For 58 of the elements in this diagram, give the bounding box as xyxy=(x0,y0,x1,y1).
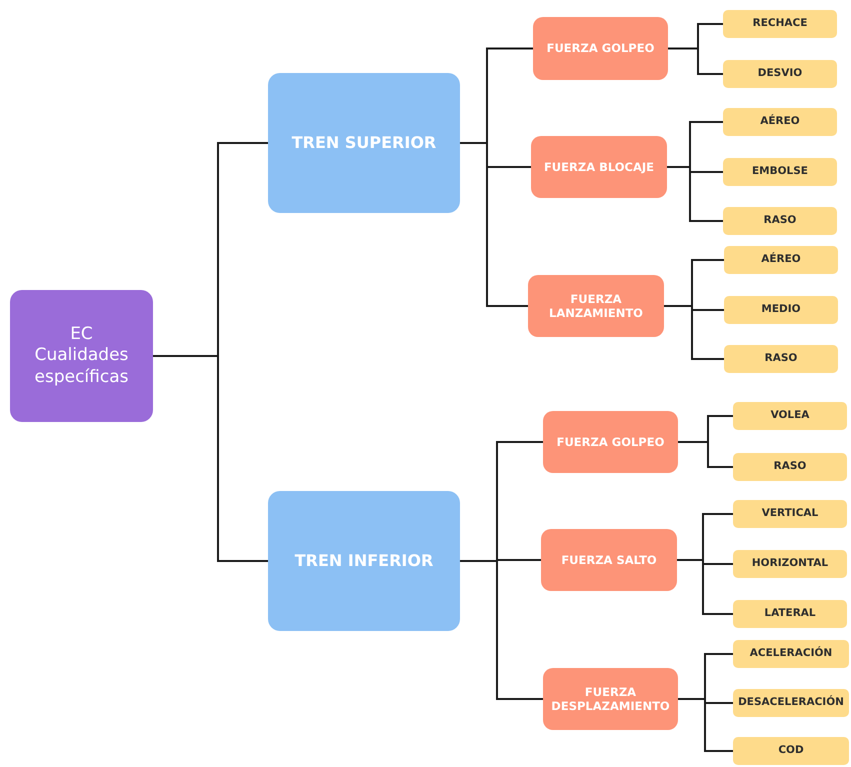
leaf-box xyxy=(724,296,838,324)
category-box xyxy=(531,136,667,198)
root-box xyxy=(10,290,153,422)
node-label: LATERAL xyxy=(764,607,816,621)
node-label: EMBOLSE xyxy=(752,165,808,179)
node-label: TREN INFERIOR xyxy=(294,551,434,571)
connector-line xyxy=(668,48,723,75)
node-label: FUERZA GOLPEO xyxy=(556,434,664,450)
leaf-box xyxy=(733,550,847,578)
node-label: EC Cualidades específicas xyxy=(34,324,130,388)
category-box xyxy=(541,529,677,591)
node-label: DESACELERACIÓN xyxy=(738,696,844,710)
node-label: AÉREO xyxy=(761,253,801,267)
connector-line xyxy=(460,142,528,307)
node-label: FUERZA BLOCAJE xyxy=(544,160,654,174)
node-label: RASO xyxy=(764,214,796,228)
leaf-box xyxy=(724,246,838,274)
node-label: VERTICAL xyxy=(762,507,818,521)
connector-line xyxy=(678,441,733,468)
node-label: HORIZONTAL xyxy=(752,557,828,571)
category-box xyxy=(528,275,664,337)
node-label: DESVIO xyxy=(758,67,802,81)
node-label: RASO xyxy=(774,460,806,474)
leaf-box xyxy=(733,737,849,765)
node-label: FUERZA DESPLAZAMIENTO xyxy=(550,684,671,714)
node-label: TREN SUPERIOR xyxy=(292,133,436,153)
leaf-box xyxy=(723,108,837,136)
node-label: ACELERACIÓN xyxy=(750,647,832,661)
connector-line xyxy=(677,559,733,615)
connector-line xyxy=(667,166,723,222)
leaf-box xyxy=(723,60,837,88)
node-label: AÉREO xyxy=(760,115,800,129)
connector-line xyxy=(153,355,268,562)
branch-box xyxy=(268,491,460,631)
category-box xyxy=(543,668,678,730)
node-label: RASO xyxy=(764,352,798,366)
node-label: RECHACE xyxy=(752,17,808,31)
node-label: FUERZA LANZAMIENTO xyxy=(548,292,644,320)
node-label: COD xyxy=(778,744,804,758)
leaf-box xyxy=(733,640,849,668)
leaf-box xyxy=(733,689,849,717)
category-box xyxy=(543,411,678,473)
leaf-box xyxy=(733,600,847,628)
leaf-box xyxy=(723,158,837,186)
node-label: FUERZA GOLPEO xyxy=(546,41,654,56)
node-label: MEDIO xyxy=(761,303,801,317)
category-box xyxy=(533,17,668,80)
leaf-box xyxy=(733,500,847,528)
leaf-box xyxy=(724,345,838,373)
node-label: VOLEA xyxy=(770,409,810,423)
branch-box xyxy=(268,73,460,213)
leaf-box xyxy=(733,453,847,481)
node-label: FUERZA SALTO xyxy=(561,552,657,568)
connector-line xyxy=(460,560,543,700)
connector-line xyxy=(678,698,733,752)
leaf-box xyxy=(723,207,837,235)
leaf-box xyxy=(733,402,847,430)
leaf-box xyxy=(723,10,837,38)
